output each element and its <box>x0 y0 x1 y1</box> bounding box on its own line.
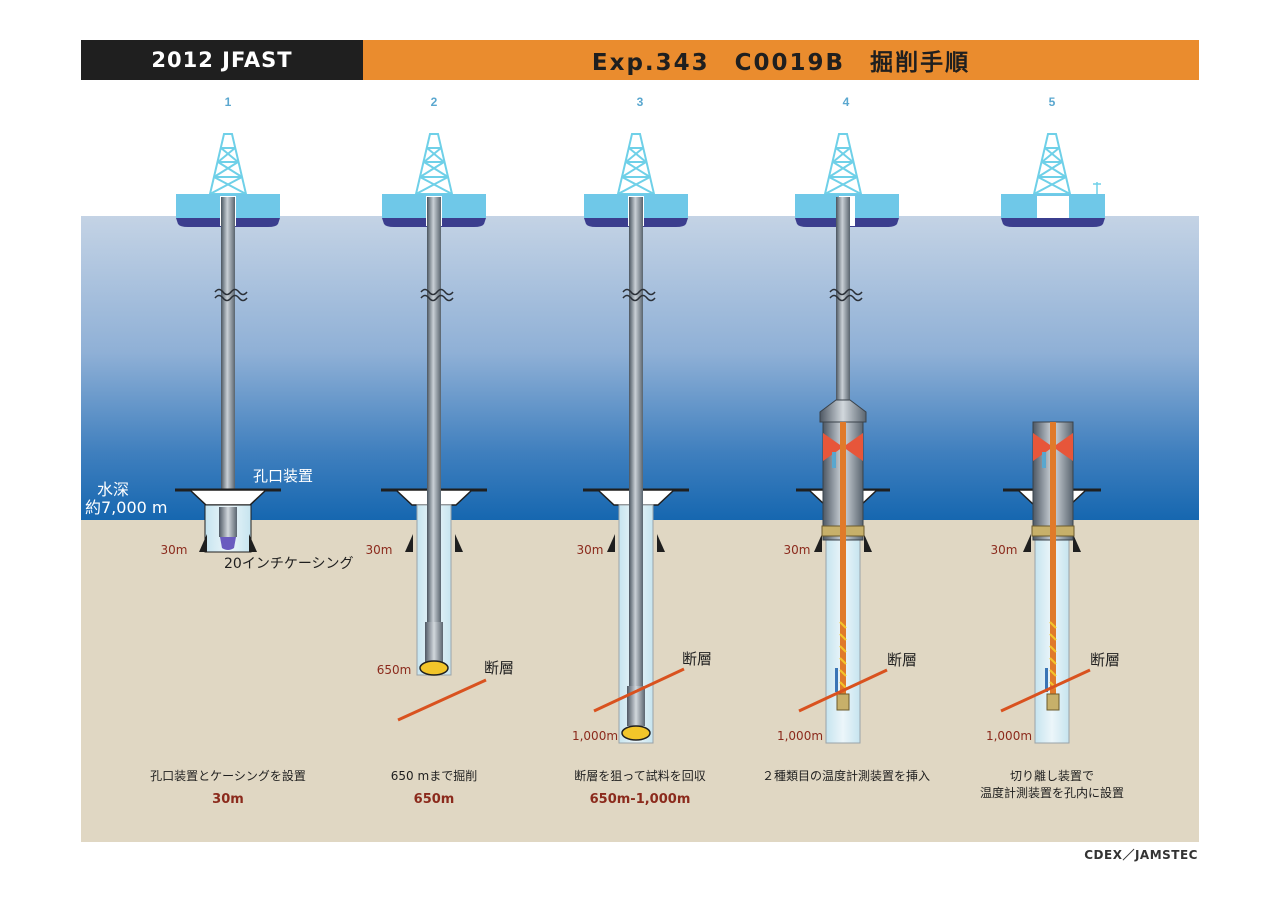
step-4-depth-label-1000m: 1,000m <box>777 729 823 743</box>
step-2-caption: 650 mまで掘削 <box>391 768 477 783</box>
step-5-depth-label-30m: 30m <box>991 543 1018 557</box>
derrick-icon <box>823 133 863 195</box>
step-3-caption: 断層を狙って試料を回収 <box>574 768 705 783</box>
step-1-number: 1 <box>225 95 232 109</box>
derrick-icon <box>208 133 248 195</box>
casing-label: 20インチケーシング <box>224 556 354 572</box>
drill-bit <box>419 660 449 676</box>
derrick-icon <box>1032 133 1072 195</box>
step-2-number: 2 <box>431 95 438 109</box>
drill-bit <box>621 725 651 741</box>
step-3-fault-label: 断層 <box>682 650 712 668</box>
drill-collar <box>425 622 443 662</box>
header-main-title: Exp.343 C0019B 掘削手順 <box>363 40 1199 80</box>
pipe-break-mark <box>214 288 248 296</box>
step-4-depth-label-30m: 30m <box>784 543 811 557</box>
step-5-caption-line1: 切り離し装置で <box>1010 769 1094 783</box>
step-2-depth-label-30m: 30m <box>366 543 393 557</box>
step-1-depth-label: 30m <box>161 543 188 557</box>
step-4-caption: ２種類目の温度計測装置を挿入 <box>762 768 930 783</box>
step-3-depth-label-30m: 30m <box>577 543 604 557</box>
header-left-title: 2012 JFAST <box>81 40 363 80</box>
step-5-installed-instrument <box>1031 421 1075 711</box>
water-depth-line1: 水深 <box>97 480 129 499</box>
step-2-fault-label: 断層 <box>484 659 514 677</box>
step-1-wellhead <box>175 488 281 553</box>
step-4-drill-pipe <box>836 197 850 401</box>
fault-line <box>397 678 487 722</box>
step-2-drill-pipe <box>427 197 441 623</box>
step-4-number: 4 <box>843 95 850 109</box>
step-3-number: 3 <box>637 95 644 109</box>
step-2-depth-label-650m: 650m <box>377 663 412 677</box>
step-1-drill-pipe <box>221 197 235 507</box>
fault-line <box>1000 668 1091 713</box>
step-2-depth-caption: 650m <box>414 792 455 807</box>
derrick-icon <box>616 133 656 195</box>
core-barrel <box>627 686 645 726</box>
step-5-depth-label-1000m: 1,000m <box>986 729 1032 743</box>
fault-line <box>798 668 888 713</box>
fault-line <box>593 667 685 713</box>
step-5-number: 5 <box>1049 95 1056 109</box>
step-1-caption: 孔口装置とケーシングを設置 <box>150 768 306 783</box>
water-depth-line2: 約7,000 m <box>85 498 167 517</box>
step-5-caption-line2: 温度計測装置を孔内に設置 <box>980 785 1124 800</box>
step-4-fault-label: 断層 <box>887 651 917 669</box>
antenna-icon <box>1093 182 1101 194</box>
step-1-depth-caption: 30m <box>212 792 244 807</box>
step-3-depth-caption: 650m-1,000m <box>590 792 691 807</box>
wellhead-label: 孔口装置 <box>253 467 313 485</box>
step-3-drill-pipe <box>629 197 643 687</box>
step-5-fault-label: 断層 <box>1090 651 1120 669</box>
step-4-instrument-running-tool <box>819 399 867 711</box>
step-3-depth-label-1000m: 1,000m <box>572 729 618 743</box>
step-5-rig <box>1001 133 1105 227</box>
derrick-icon <box>414 133 454 195</box>
credit: CDEX／JAMSTEC <box>1084 848 1198 862</box>
